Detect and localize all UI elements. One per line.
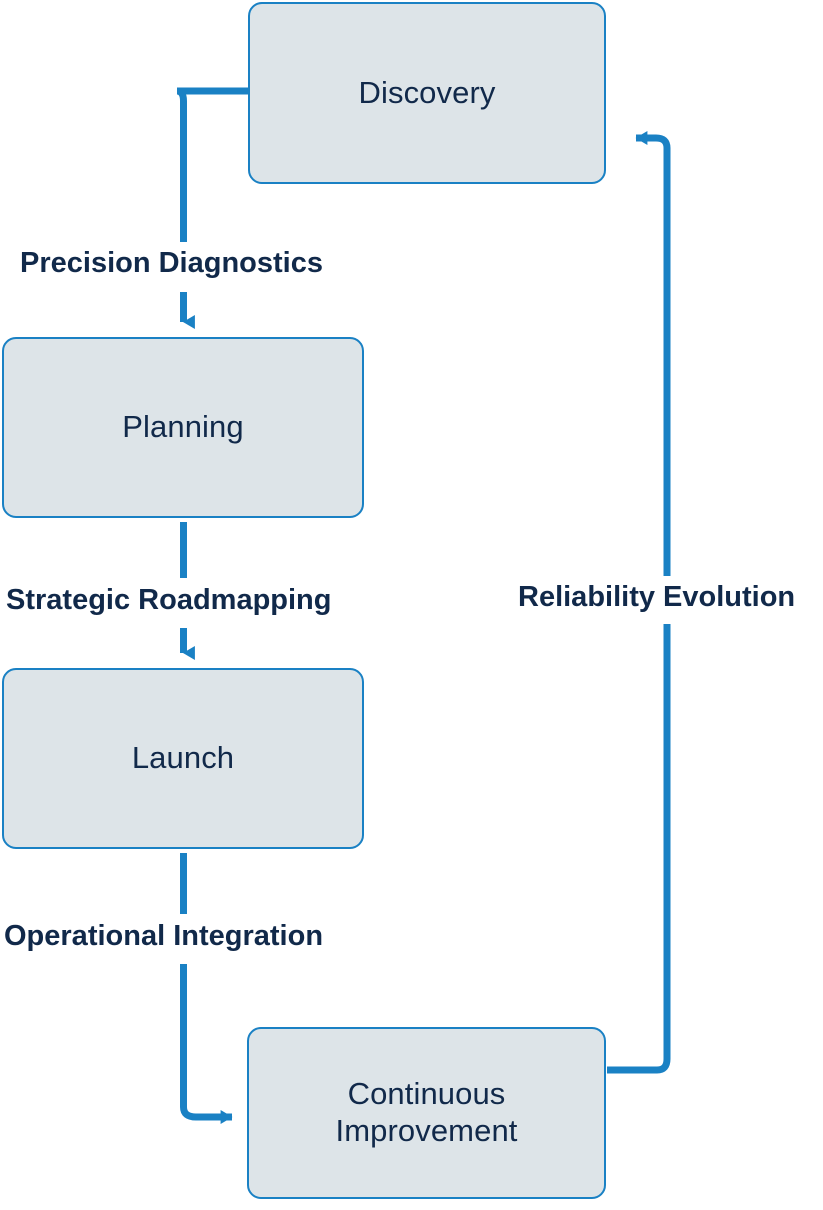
edge-label-precision-diagnostics: Precision Diagnostics xyxy=(16,246,327,281)
node-planning-label: Planning xyxy=(122,409,244,445)
edge-label-operational-integration: Operational Integration xyxy=(0,919,328,954)
node-launch[interactable]: Launch xyxy=(2,668,364,849)
node-continuous-improvement-label: Continuous Improvement xyxy=(335,1076,518,1148)
edge-label-strategic-roadmapping: Strategic Roadmapping xyxy=(2,583,336,618)
connector-continuous-to-discovery-upper xyxy=(635,131,671,576)
node-planning[interactable]: Planning xyxy=(2,337,364,518)
connector-discovery-to-planning-upper xyxy=(176,87,250,242)
node-launch-label: Launch xyxy=(131,740,235,776)
node-discovery[interactable]: Discovery xyxy=(248,2,606,184)
connector-continuous-to-discovery-lower xyxy=(607,624,671,1074)
node-discovery-label: Discovery xyxy=(358,74,496,110)
edge-label-reliability-evolution: Reliability Evolution xyxy=(514,580,800,615)
connector-launch-to-continuous-lower xyxy=(180,964,233,1124)
node-continuous-improvement[interactable]: Continuous Improvement xyxy=(247,1027,606,1199)
